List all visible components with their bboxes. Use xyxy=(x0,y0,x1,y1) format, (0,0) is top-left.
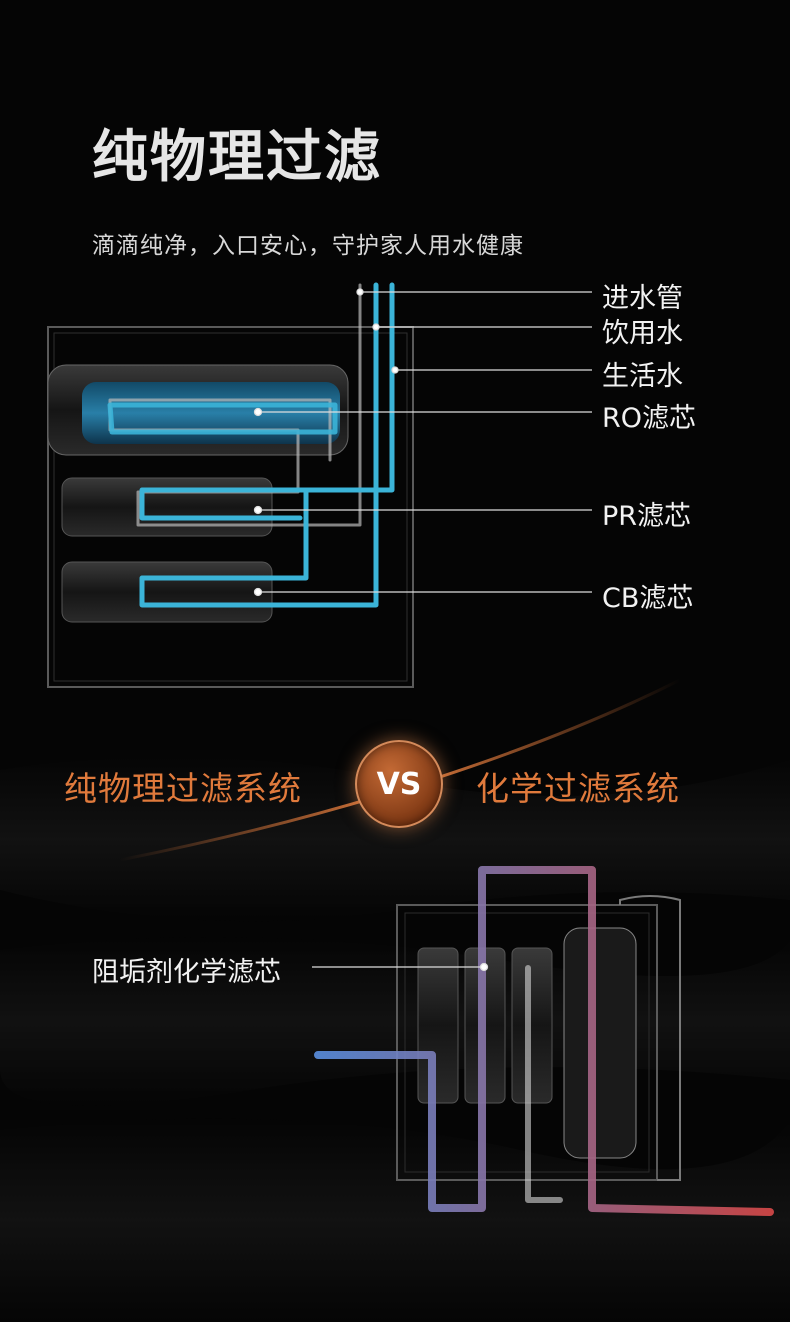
comparison-left: 纯物理过滤系统 xyxy=(64,769,302,808)
top-water-pipes xyxy=(107,282,395,608)
bottom-pipes xyxy=(314,866,774,1216)
top-leader-lines xyxy=(253,288,592,597)
top-purifier-housing xyxy=(47,326,414,688)
label-drinking-water: 饮用水 xyxy=(602,318,683,349)
label-cb-filter: CB滤芯 xyxy=(602,583,694,614)
comparison-right: 化学过滤系统 xyxy=(476,769,680,808)
bottom-leader-line xyxy=(312,962,489,972)
ro-cartridge xyxy=(47,364,349,456)
pr-cartridge xyxy=(61,477,273,537)
label-pr-filter: PR滤芯 xyxy=(602,501,692,532)
water-waves xyxy=(0,757,790,1322)
label-scale-inhibitor: 阻垢剂化学滤芯 xyxy=(92,957,281,988)
label-ro-filter: RO滤芯 xyxy=(602,403,697,434)
page-subtitle: 滴滴纯净，入口安心，守护家人用水健康 xyxy=(92,233,524,259)
cb-cartridge xyxy=(61,561,273,623)
label-domestic-water: 生活水 xyxy=(602,361,683,392)
vs-badge: VS xyxy=(355,740,443,828)
page-title: 纯物理过滤 xyxy=(92,125,382,190)
bottom-cartridges xyxy=(417,927,637,1159)
label-inlet-pipe: 进水管 xyxy=(602,283,683,314)
